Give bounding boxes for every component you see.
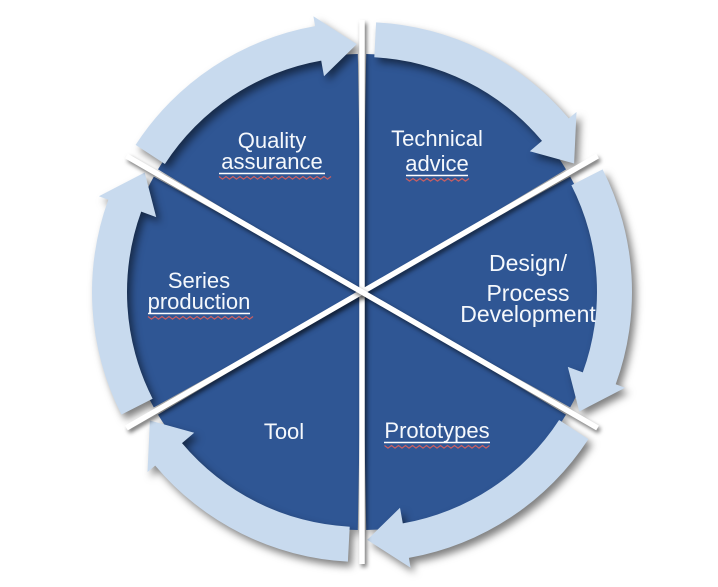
label-line: Process: [486, 280, 569, 306]
spellcheck-squiggle-icon: [147, 315, 254, 320]
segment-series-production-shape: [123, 176, 362, 408]
ring-arrows: [92, 16, 632, 568]
label-tool: Tool: [264, 419, 304, 444]
ring-arrow-quality-assurance-icon: [135, 16, 357, 164]
ring-arrow-design-process-development-icon: [567, 169, 632, 412]
label-design-process-development: Design/ Process Development: [460, 250, 596, 327]
label-line: production: [148, 289, 251, 314]
ring-arrow-tool-icon: [147, 420, 350, 562]
label-prototypes: Prototypes: [384, 418, 490, 449]
label-line: Design/: [489, 250, 568, 276]
spellcheck-squiggle-icon: [384, 444, 490, 449]
divider-lines: [125, 20, 599, 564]
label-line: advice: [405, 151, 469, 176]
label-quality-assurance: Quality assurance: [218, 128, 332, 180]
label-line: Development: [460, 301, 596, 327]
label-line: Prototypes: [384, 418, 489, 443]
label-line: assurance: [221, 149, 323, 174]
label-line: Series: [168, 268, 230, 293]
segment-labels: Quality assurance Technical advice Desig…: [147, 126, 596, 449]
spellcheck-squiggle-icon: [218, 175, 332, 180]
label-technical-advice: Technical advice: [391, 126, 483, 182]
spellcheck-squiggle-icon: [405, 177, 470, 182]
label-series-production: Series production: [147, 268, 254, 320]
label-line: Technical: [391, 126, 483, 151]
label-line: Quality: [238, 128, 306, 153]
label-line: Tool: [264, 419, 304, 444]
ring-arrow-prototypes-icon: [367, 420, 589, 568]
ring-arrow-technical-advice-icon: [374, 22, 577, 164]
ring-arrow-series-production-icon: [92, 172, 157, 415]
divider-diagonal-left: [125, 153, 599, 431]
segment-design-process-development-shape: [362, 176, 601, 408]
